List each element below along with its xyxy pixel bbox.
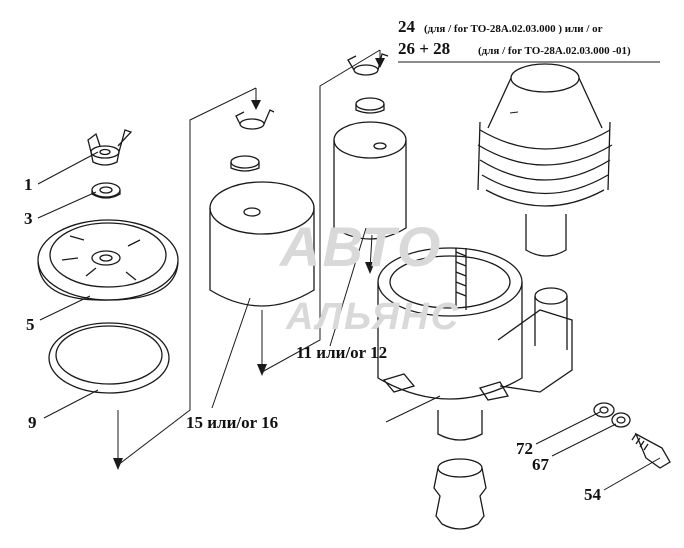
label-part-11-12: 11 или/or 12 <box>296 343 388 362</box>
header-part-26-28: 26 + 28 <box>398 39 451 58</box>
label-part-54: 54 <box>584 485 601 504</box>
label-part-1: 1 <box>24 175 33 194</box>
leader-lines <box>37 61 661 491</box>
filter-cylinder-part-15-16 <box>209 109 315 307</box>
washer-part-67 <box>611 412 631 428</box>
bottom-connector <box>433 458 487 530</box>
label-part-67: 67 <box>532 455 549 474</box>
canister-part-11-12 <box>333 53 407 240</box>
watermark-line-2: АЛЬЯНС <box>286 296 461 338</box>
header-part-26-28-note: (для / for ТО-28А.02.03.000 -01) <box>478 45 631 57</box>
arrow-heads <box>113 58 385 470</box>
washer-part-3 <box>91 182 121 199</box>
ring-gasket-part-9 <box>48 322 170 394</box>
washer-part-72 <box>593 402 615 418</box>
header-part-24: 24 <box>398 17 415 36</box>
label-part-9: 9 <box>28 413 37 432</box>
watermark-line-1: АВТО <box>280 215 443 278</box>
assembly-lines <box>117 49 381 466</box>
label-part-3: 3 <box>24 209 33 228</box>
cover-disk-part-5 <box>37 219 179 301</box>
header-part-24-note: (для / for ТО-28А.02.03.000 ) или / or <box>424 23 603 35</box>
label-part-5: 5 <box>26 315 35 334</box>
wing-nut-part-1 <box>87 129 133 166</box>
bellows-cap-part-24 <box>477 63 613 257</box>
main-housing-body <box>377 247 573 441</box>
label-part-15-16: 15 или/or 16 <box>186 413 279 432</box>
bolt-part-54 <box>631 432 671 469</box>
label-part-72: 72 <box>516 439 533 458</box>
